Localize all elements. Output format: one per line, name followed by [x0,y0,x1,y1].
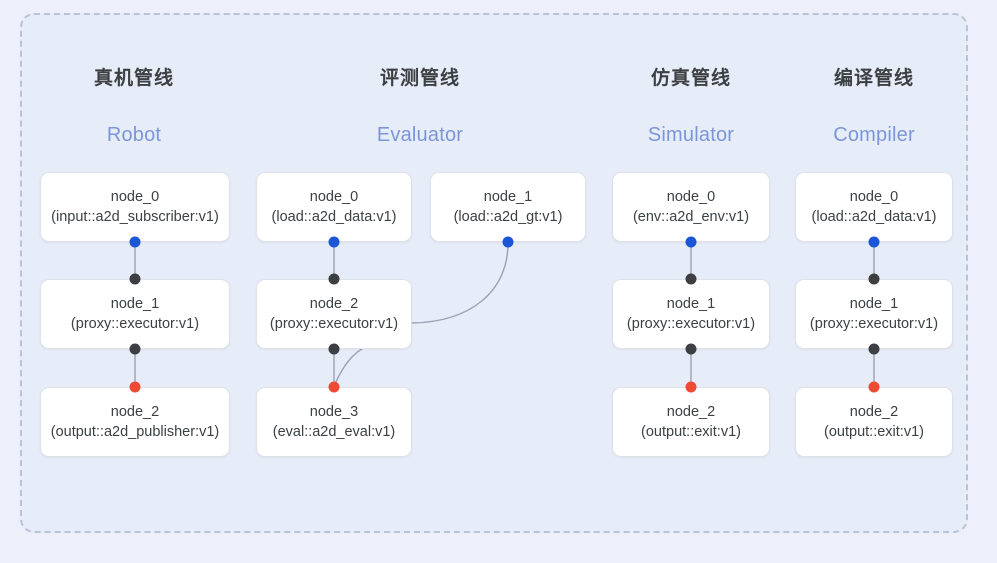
node-card-evaluator-node_3[interactable]: node_3(eval::a2d_eval:v1) [256,387,412,457]
port-black-bottom[interactable] [129,343,141,355]
node-type: (input::a2d_subscriber:v1) [51,209,219,225]
node-name: node_0 [309,189,359,205]
column-title-cn-simulator: 仿真管线 [650,68,731,89]
node-name: node_1 [666,296,716,312]
port-black-top[interactable] [129,273,141,285]
node-type: (env::a2d_env:v1) [632,209,750,225]
column-title-cn-evaluator: 评测管线 [379,68,460,89]
node-type: (load::a2d_gt:v1) [453,209,563,225]
node-type: (eval::a2d_eval:v1) [272,424,396,440]
node-name: node_1 [849,296,899,312]
node-card-simulator-node_0[interactable]: node_0(env::a2d_env:v1) [612,172,770,242]
column-title-cn-compiler: 编译管线 [833,68,914,89]
node-type: (output::exit:v1) [824,424,924,440]
node-type: (proxy::executor:v1) [269,316,399,332]
node-name: node_1 [110,296,160,312]
node-card-evaluator-node_0[interactable]: node_0(load::a2d_data:v1) [256,172,412,242]
node-type: (load::a2d_data:v1) [811,209,937,225]
node-name: node_2 [110,404,160,420]
port-blue-bottom[interactable] [868,236,880,248]
port-black-top[interactable] [685,273,697,285]
node-card-evaluator-gt-node_1[interactable]: node_1(load::a2d_gt:v1) [430,172,586,242]
port-blue-bottom[interactable] [328,236,340,248]
node-type: (load::a2d_data:v1) [271,209,397,225]
column-title-en-simulator: Simulator [647,124,735,146]
column-title-en-robot: Robot [106,124,162,146]
port-red-top[interactable] [129,381,141,393]
port-red-top[interactable] [328,381,340,393]
node-type: (proxy::executor:v1) [626,316,756,332]
column-title-cn-robot: 真机管线 [93,68,174,89]
port-black-bottom[interactable] [685,343,697,355]
node-type: (proxy::executor:v1) [70,316,200,332]
port-blue-bottom[interactable] [502,236,514,248]
port-black-top[interactable] [868,273,880,285]
node-name: node_3 [309,404,359,420]
node-card-evaluator-node_2[interactable]: node_2(proxy::executor:v1) [256,279,412,349]
node-card-simulator-node_2[interactable]: node_2(output::exit:v1) [612,387,770,457]
node-name: node_2 [309,296,359,312]
node-card-compiler-node_0[interactable]: node_0(load::a2d_data:v1) [795,172,953,242]
node-type: (output::a2d_publisher:v1) [50,424,220,440]
port-red-top[interactable] [868,381,880,393]
port-red-top[interactable] [685,381,697,393]
node-card-robot-node_1[interactable]: node_1(proxy::executor:v1) [40,279,230,349]
node-type: (output::exit:v1) [641,424,741,440]
node-name: node_0 [849,189,899,205]
node-card-simulator-node_1[interactable]: node_1(proxy::executor:v1) [612,279,770,349]
port-blue-bottom[interactable] [685,236,697,248]
port-black-bottom[interactable] [868,343,880,355]
column-title-en-evaluator: Evaluator [376,124,464,146]
node-name: node_0 [666,189,716,205]
column-title-en-compiler: Compiler [833,124,915,146]
node-card-compiler-node_1[interactable]: node_1(proxy::executor:v1) [795,279,953,349]
port-blue-bottom[interactable] [129,236,141,248]
node-card-compiler-node_2[interactable]: node_2(output::exit:v1) [795,387,953,457]
node-type: (proxy::executor:v1) [809,316,939,332]
node-card-robot-node_2[interactable]: node_2(output::a2d_publisher:v1) [40,387,230,457]
node-name: node_2 [666,404,716,420]
node-name: node_0 [110,189,160,205]
port-black-bottom[interactable] [328,343,340,355]
port-black-top[interactable] [328,273,340,285]
node-name: node_2 [849,404,899,420]
node-card-robot-node_0[interactable]: node_0(input::a2d_subscriber:v1) [40,172,230,242]
node-name: node_1 [483,189,533,205]
